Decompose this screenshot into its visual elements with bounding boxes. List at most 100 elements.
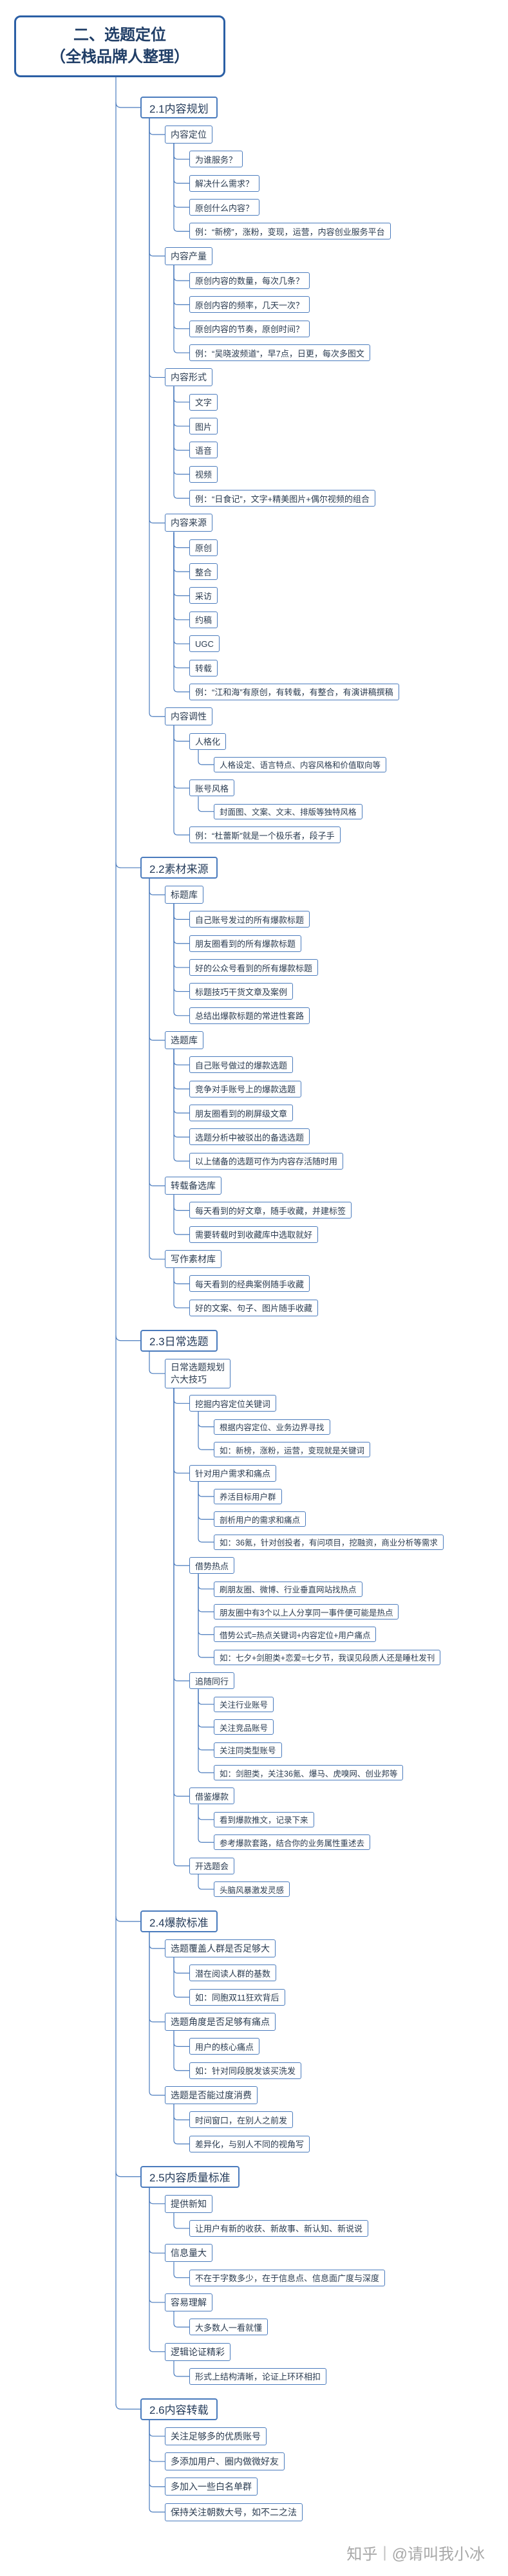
connector xyxy=(173,725,189,789)
topic-node: 封面图、文案、文末、排版等独特风格 xyxy=(214,803,362,819)
connector xyxy=(173,2212,189,2229)
connector xyxy=(149,2420,165,2437)
topic-label: 保持关注朝数大号，如不二之法 xyxy=(171,2506,297,2517)
topic-node: 写作素材库 xyxy=(165,1250,221,1269)
topic-node: 看到爆款推文，记录下来 xyxy=(214,1811,314,1827)
connector xyxy=(173,1195,189,1235)
connector xyxy=(115,1335,140,1341)
connector xyxy=(149,879,165,1260)
topic-label: 文字 xyxy=(195,398,212,408)
topic-node: 借鉴爆款 xyxy=(189,1787,235,1805)
connector xyxy=(198,749,214,765)
connector xyxy=(115,102,140,108)
connector xyxy=(173,1388,189,1566)
connector xyxy=(149,118,165,378)
connector xyxy=(173,1388,189,1867)
topic-label: 原创内容的数量，每次几条？ xyxy=(195,276,305,286)
topic-node: 整合 xyxy=(189,563,218,581)
topic-label: 朋友圈看到的刷屏级文章 xyxy=(195,1108,288,1119)
topic-node: 标题库 xyxy=(165,886,203,904)
topic-node: 信息量大 xyxy=(165,2244,212,2263)
topic-label: 内容定位 xyxy=(171,129,207,140)
topic-label: 2.1内容规划 xyxy=(149,102,209,115)
topic-label: 视频 xyxy=(195,470,212,480)
topic-node: 参考爆款套路，结合你的业务属性重述去 xyxy=(214,1834,371,1851)
topic-label: 头脑风暴激发灵感 xyxy=(220,1885,285,1895)
topic-label: 大多数人一看就懂 xyxy=(195,2322,263,2333)
connector xyxy=(198,1412,214,1450)
connector xyxy=(198,1574,214,1590)
topic-node: 刷朋友圈、微博、行业垂直网站找热点 xyxy=(214,1581,362,1597)
topic-node: 图片 xyxy=(189,418,218,435)
connector xyxy=(149,1932,165,2096)
connector xyxy=(149,2187,165,2353)
connector xyxy=(173,1049,189,1162)
connector xyxy=(149,118,165,524)
topic-node: 好的文案、句子、图片随手收藏 xyxy=(189,1299,319,1316)
connector xyxy=(115,863,140,868)
connector xyxy=(173,1957,189,1974)
topic-node: 头脑风暴激发灵感 xyxy=(214,1881,290,1898)
topic-node: UGC xyxy=(189,635,220,653)
topic-label: 借势公式=热点关键词+内容定位+用户痛点 xyxy=(220,1630,371,1640)
connector xyxy=(198,1689,214,1773)
topic-node: 原创 xyxy=(189,539,218,556)
topic-node: 如：剑胆类，关注36氪、爆马、虎嗅网、创业邦等 xyxy=(214,1765,404,1781)
topic-node: 让用户有新的收获、新故事、新认知、新说说 xyxy=(189,2219,369,2237)
connector xyxy=(173,1388,189,1404)
connector xyxy=(173,386,189,427)
connector xyxy=(115,1916,140,1922)
topic-label: 内容来源 xyxy=(171,518,207,528)
connector xyxy=(173,904,189,920)
connector xyxy=(149,2420,165,2513)
connector xyxy=(173,532,189,669)
topic-node: 选题角度是否足够有痛点 xyxy=(165,2013,276,2031)
topic-node: 潜在阅读人群的基数 xyxy=(189,1965,277,1982)
topic-node: 剖析用户的需求和痛点 xyxy=(214,1511,306,1527)
topic-label: 例：“江和海”有原创，有转载，有整合，有演讲稿撰稿 xyxy=(195,687,393,698)
topic-node: 朋友圈看到的刷屏级文章 xyxy=(189,1105,294,1122)
watermark-platform: 知乎 xyxy=(346,2546,378,2563)
topic-node: 针对用户需求和痛点 xyxy=(189,1464,277,1482)
topic-node: 不在于字数多少，在于信息点、信息面广度与深度 xyxy=(189,2269,386,2286)
topic-label: 参考爆款套路，结合你的业务属性重述去 xyxy=(220,1838,365,1848)
connector xyxy=(149,879,165,1186)
connector xyxy=(173,2104,189,2120)
topic-label: 根据内容定位、业务边界寻找 xyxy=(220,1423,325,1433)
topic-label: 需要转载时到收藏库中选取就好 xyxy=(195,1230,313,1240)
connector xyxy=(173,386,189,499)
topic-label: 时间窗口，在别人之前发 xyxy=(195,2115,288,2125)
topic-label: 朋友圈看到的所有爆款标题 xyxy=(195,939,296,949)
topic-node: 用户的核心痛点 xyxy=(189,2038,260,2055)
topic-label: 标题库 xyxy=(171,890,198,901)
topic-label: 2.4爆款标准 xyxy=(149,1916,209,1929)
topic-label: 写作素材库 xyxy=(171,1254,216,1265)
topic-label: 原创内容的频率，几天一次？ xyxy=(195,300,305,310)
topic-label-secondary: 六大技巧 xyxy=(171,1374,207,1385)
topic-label: 转载备选库 xyxy=(171,1181,216,1191)
topic-node: 选题分析中被驳出的备选选题 xyxy=(189,1128,310,1146)
topic-node: 标题技巧干货文章及案例 xyxy=(189,983,294,1000)
topic-node: 例：“日食记”，文字+精美图片+偶尔视频的组合 xyxy=(189,490,375,507)
connector xyxy=(173,1195,189,1211)
topic-node: 保持关注朝数大号，如不二之法 xyxy=(165,2503,303,2521)
topic-label: 选题覆盖人群是否足够大 xyxy=(171,1943,270,1954)
topic-label: 整合 xyxy=(195,567,212,577)
topic-label: 选题是否能过度消费 xyxy=(171,2090,252,2101)
topic-node: 原创内容的频率，几天一次？ xyxy=(189,296,310,313)
topic-node: 多加入一些白名单群 xyxy=(165,2478,258,2496)
topic-label: 挖掘内容定位关键词 xyxy=(195,1399,271,1409)
topic-label: 解决什么需求？ xyxy=(195,179,254,189)
topic-node: 根据内容定位、业务边界寻找 xyxy=(214,1419,330,1435)
connector xyxy=(198,796,214,812)
topic-label: 选题分析中被驳出的备选选题 xyxy=(195,1132,305,1143)
topic-label: 选题角度是否足够有痛点 xyxy=(171,2017,270,2028)
topic-label: 选题库 xyxy=(171,1035,198,1046)
connector xyxy=(173,2031,189,2071)
topic-node: 如：针对同段脱发该买洗发 xyxy=(189,2062,302,2079)
topic-label: 刷朋友圈、微博、行业垂直网站找热点 xyxy=(220,1585,357,1595)
topic-label: 如：新榜，涨粉，运营，变现就是关键词 xyxy=(220,1446,365,1455)
connector xyxy=(173,532,189,572)
connector xyxy=(173,904,189,944)
